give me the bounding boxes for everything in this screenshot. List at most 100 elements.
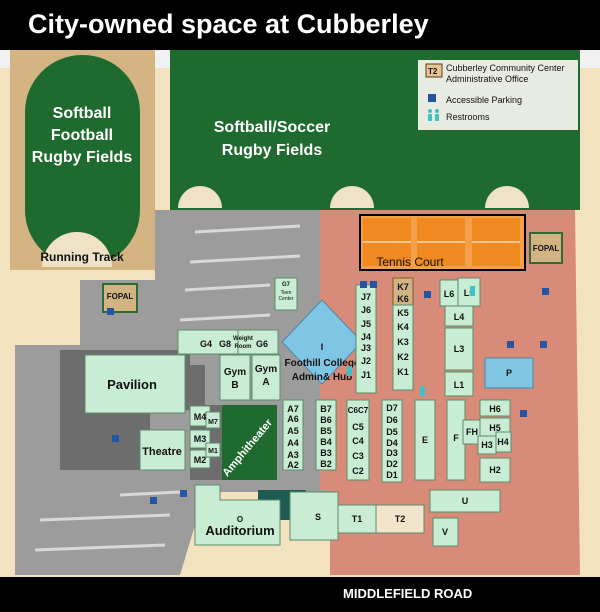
k3-label: K3 (397, 337, 409, 347)
d6-label: D6 (386, 415, 398, 425)
g-buildings (177, 277, 298, 355)
c6c7-label: C6C7 (348, 406, 369, 415)
b3-label: B3 (320, 448, 332, 458)
theatre (139, 429, 186, 471)
b5-label: B5 (320, 426, 332, 436)
amphitheater (222, 405, 277, 480)
auditorium (194, 484, 281, 546)
a3-label: A3 (287, 450, 299, 460)
legend-parking: Accessible Parking (446, 95, 522, 105)
d2-label: D2 (386, 459, 398, 469)
pavilion (84, 354, 186, 414)
theatre-label: Theatre (142, 446, 182, 458)
e-label: E (422, 435, 428, 445)
field-left-label-3: Rugby Fields (32, 149, 133, 166)
auditorium-code: O (237, 515, 243, 524)
gym-b-label: Gym (224, 367, 246, 378)
g7-center-label: Center (278, 296, 293, 302)
c4-label: C4 (352, 436, 364, 446)
t1-label: T1 (352, 514, 363, 524)
tennis-courts (359, 214, 526, 271)
l-buildings (439, 277, 481, 397)
f-label: F (453, 433, 459, 443)
c-building (346, 399, 370, 481)
l5-label: L5 (464, 288, 475, 298)
h5-label: H5 (489, 423, 501, 433)
restroom-markers (347, 286, 475, 396)
c5-label: C5 (352, 422, 364, 432)
gym-b (219, 354, 251, 401)
e-building (414, 399, 436, 481)
u-building (429, 489, 501, 513)
m3-label: M3 (194, 434, 207, 444)
h6-label: H6 (489, 404, 501, 414)
l4-label: L4 (454, 312, 465, 322)
d4-label: D4 (386, 438, 398, 448)
restrooms-icon (428, 109, 439, 121)
auditorium-label: Auditorium (205, 523, 274, 538)
g8-room-label: Room (235, 344, 252, 350)
g4-label: G4 (200, 339, 212, 349)
hub-code-label: I (321, 342, 324, 352)
d3-label: D3 (386, 448, 398, 458)
road-bar: MIDDLEFIELD ROAD (0, 577, 600, 612)
a2-label: A2 (287, 460, 299, 470)
fh-label: FH (466, 427, 478, 437)
road-label: MIDDLEFIELD ROAD (343, 586, 473, 601)
d1-label: D1 (386, 470, 398, 480)
k7-label: K7 (397, 282, 409, 292)
b4-label: B4 (320, 437, 332, 447)
g7-label: G7 (282, 282, 291, 288)
running-track-label: Running Track (40, 250, 124, 264)
b-building (315, 399, 337, 471)
d5-label: D5 (386, 427, 398, 437)
g8-weight-label: Weight (233, 336, 253, 342)
foothill-hub (281, 299, 363, 385)
legend-box (418, 60, 578, 130)
g6-label: G6 (256, 339, 268, 349)
accessible-parking-markers (107, 281, 549, 504)
a6-label: A6 (287, 414, 299, 424)
g7-teen-label: Teen (281, 290, 292, 296)
gym-a-letter: A (262, 377, 269, 388)
field-left-label-2: Football (51, 127, 113, 144)
gym-b-letter: B (231, 380, 238, 391)
field-right-label-1: Softball/Soccer (214, 119, 330, 136)
field-right-label-2: Rugby Fields (222, 142, 323, 159)
h-buildings (477, 399, 512, 483)
fopal-left (102, 283, 138, 313)
legend-admin-line1: Cubberley Community Center (446, 63, 565, 73)
d-building (381, 399, 403, 483)
v-building (432, 517, 459, 547)
p-building (484, 357, 534, 389)
m-buildings (189, 405, 221, 469)
fopal-right (529, 232, 563, 264)
m1-label: M1 (208, 448, 218, 455)
j4-label: J4 (361, 332, 371, 342)
b6-label: B6 (320, 415, 332, 425)
b7-label: B7 (320, 404, 332, 414)
l6-label: L6 (444, 289, 455, 299)
m2-label: M2 (194, 455, 207, 465)
k4-label: K4 (397, 322, 409, 332)
t1-building (337, 504, 377, 534)
map-title: City-owned space at Cubberley (28, 9, 429, 39)
l3-label: L3 (454, 344, 465, 354)
j2-label: J2 (361, 356, 371, 366)
legend-admin-code: T2 (428, 67, 438, 76)
j5-label: J5 (361, 319, 371, 329)
k6-label: K6 (397, 294, 409, 304)
p-label: P (506, 368, 512, 378)
m7-label: M7 (208, 419, 218, 426)
a5-label: A5 (287, 426, 299, 436)
t2-building (375, 504, 425, 534)
a4-label: A4 (287, 438, 299, 448)
k5-label: K5 (397, 308, 409, 318)
legend-admin-line2: Administrative Office (446, 74, 528, 84)
accessible-parking-icon (428, 94, 436, 102)
d7-label: D7 (386, 403, 398, 413)
a-building (282, 399, 304, 471)
v-label: V (442, 527, 448, 537)
s-building (289, 491, 339, 541)
gym-a-label: Gym (255, 364, 277, 375)
